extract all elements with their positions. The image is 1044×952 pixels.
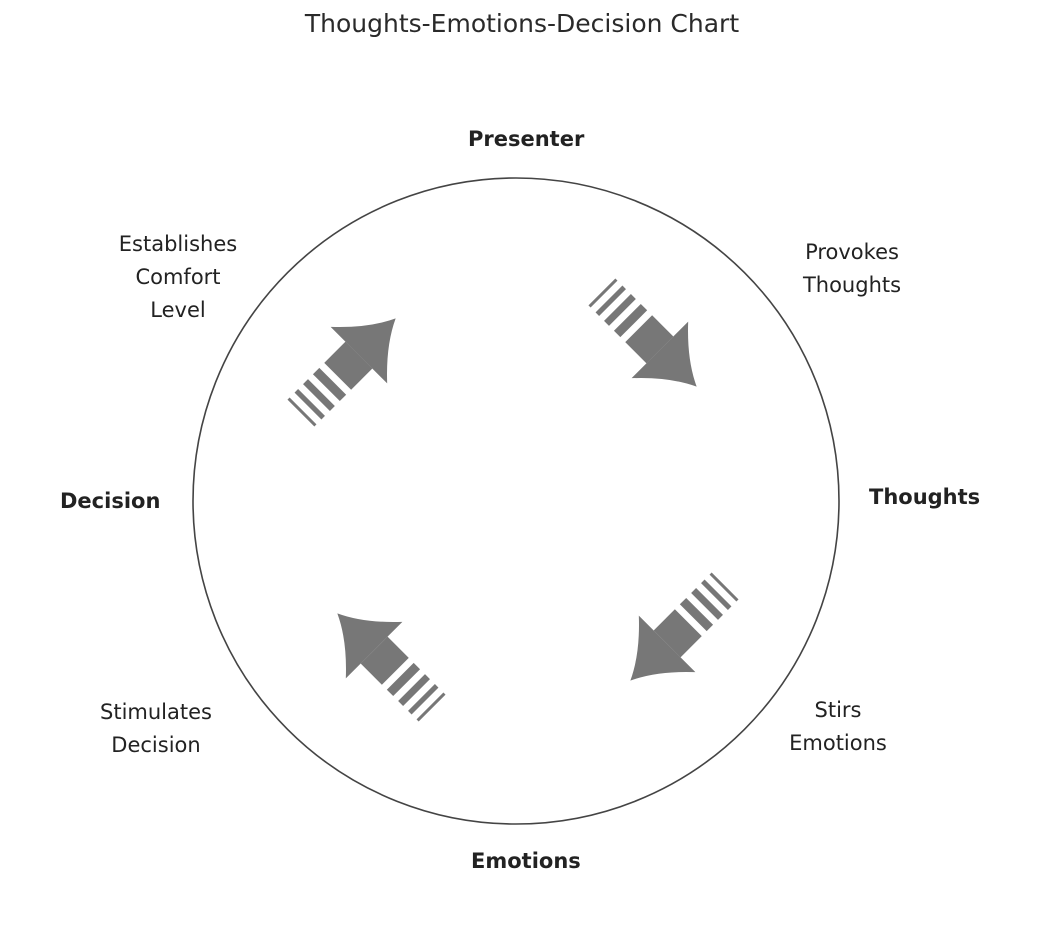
transition-line: Establishes	[118, 232, 238, 256]
transition-line: Decision	[111, 733, 201, 757]
chart-title: Thoughts-Emotions-Decision Chart	[304, 9, 740, 38]
arrow-down-right-icon	[573, 263, 725, 415]
transition-provokes-thoughts: Provokes Thoughts	[787, 236, 917, 302]
node-decision: Decision	[60, 489, 161, 513]
cycle-circle	[192, 177, 840, 825]
transition-line: Level	[150, 298, 206, 322]
node-emotions: Emotions	[471, 849, 581, 873]
transition-establishes-comfort-level: Establishes Comfort Level	[103, 228, 253, 327]
arrow-up-left-icon	[309, 585, 461, 737]
arrow-down-left-icon	[602, 557, 754, 709]
transition-line: Stirs	[814, 698, 862, 722]
transition-stimulates-decision: Stimulates Decision	[86, 696, 226, 762]
transition-stirs-emotions: Stirs Emotions	[773, 694, 903, 760]
transition-line: Emotions	[789, 731, 887, 755]
node-thoughts: Thoughts	[869, 485, 981, 509]
transition-line: Stimulates	[100, 700, 212, 724]
transition-line: Comfort	[135, 265, 221, 289]
node-presenter: Presenter	[468, 127, 585, 151]
arrow-up-right-icon	[272, 290, 424, 442]
transition-line: Provokes	[805, 240, 899, 264]
transition-line: Thoughts	[802, 273, 902, 297]
